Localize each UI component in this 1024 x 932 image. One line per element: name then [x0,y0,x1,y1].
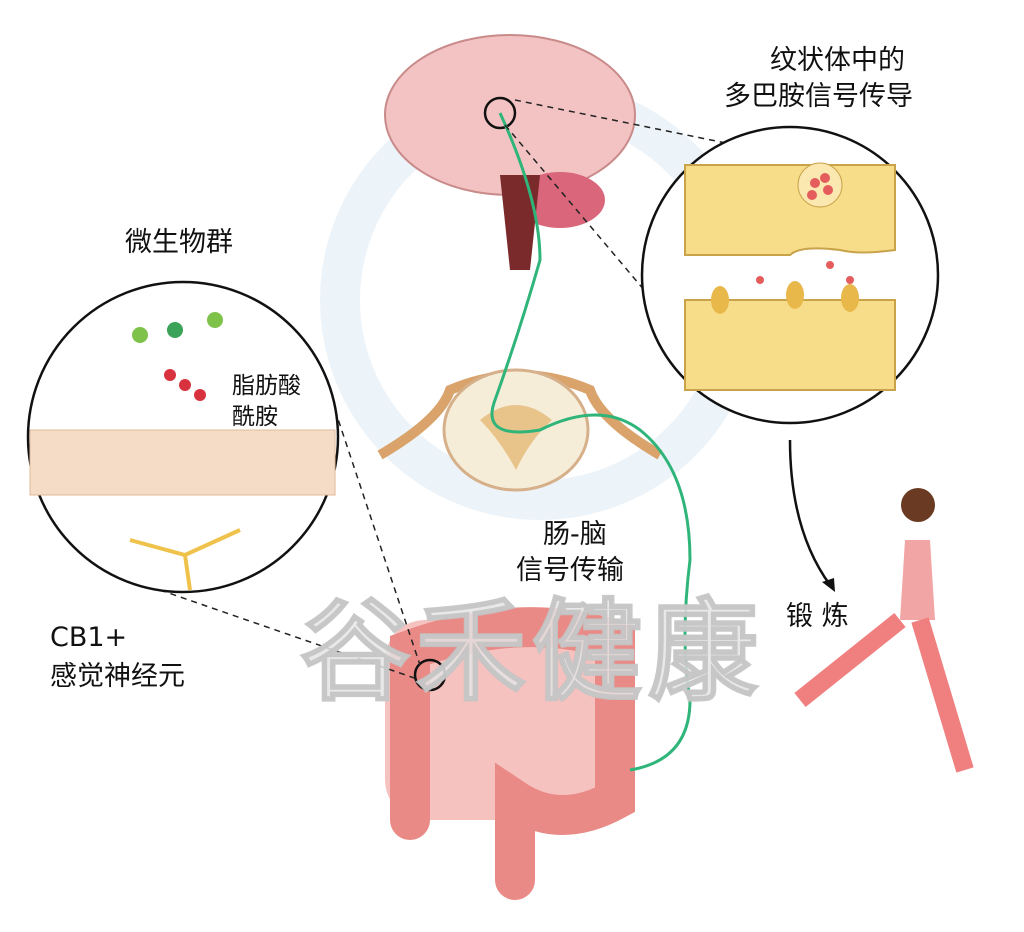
cb1-label-line2: 感觉神经元 [50,661,185,692]
gut-brain-label-line2: 信号传输 [516,555,624,586]
gut-focus-circle [413,658,447,692]
synapse-inset [640,125,940,425]
cb1-label-line1: CB1+ [50,622,128,653]
runner [794,488,974,773]
brain-focus-circle [483,96,517,130]
fatty-acid-label-line2: 酰胺 [232,404,278,430]
fatty-acid-label-line1: 脂肪酸 [232,373,301,399]
exercise-label: 锻 炼 [786,601,849,632]
gut-epithelium-inset [26,280,340,594]
spinal-cord [377,368,663,492]
microbiota-label: 微生物群 [125,227,233,258]
striatum-label-line1: 纹状体中的 [770,45,905,76]
vagus-nerve [490,112,692,772]
exercise-arrow [788,439,832,586]
watermark: 谷禾健康 [299,588,764,716]
gut-brain-label-line1: 肠-脑 [543,519,607,550]
striatum-label-line2: 多巴胺信号传导 [724,81,913,112]
intestine [385,607,635,900]
brain [384,34,636,270]
